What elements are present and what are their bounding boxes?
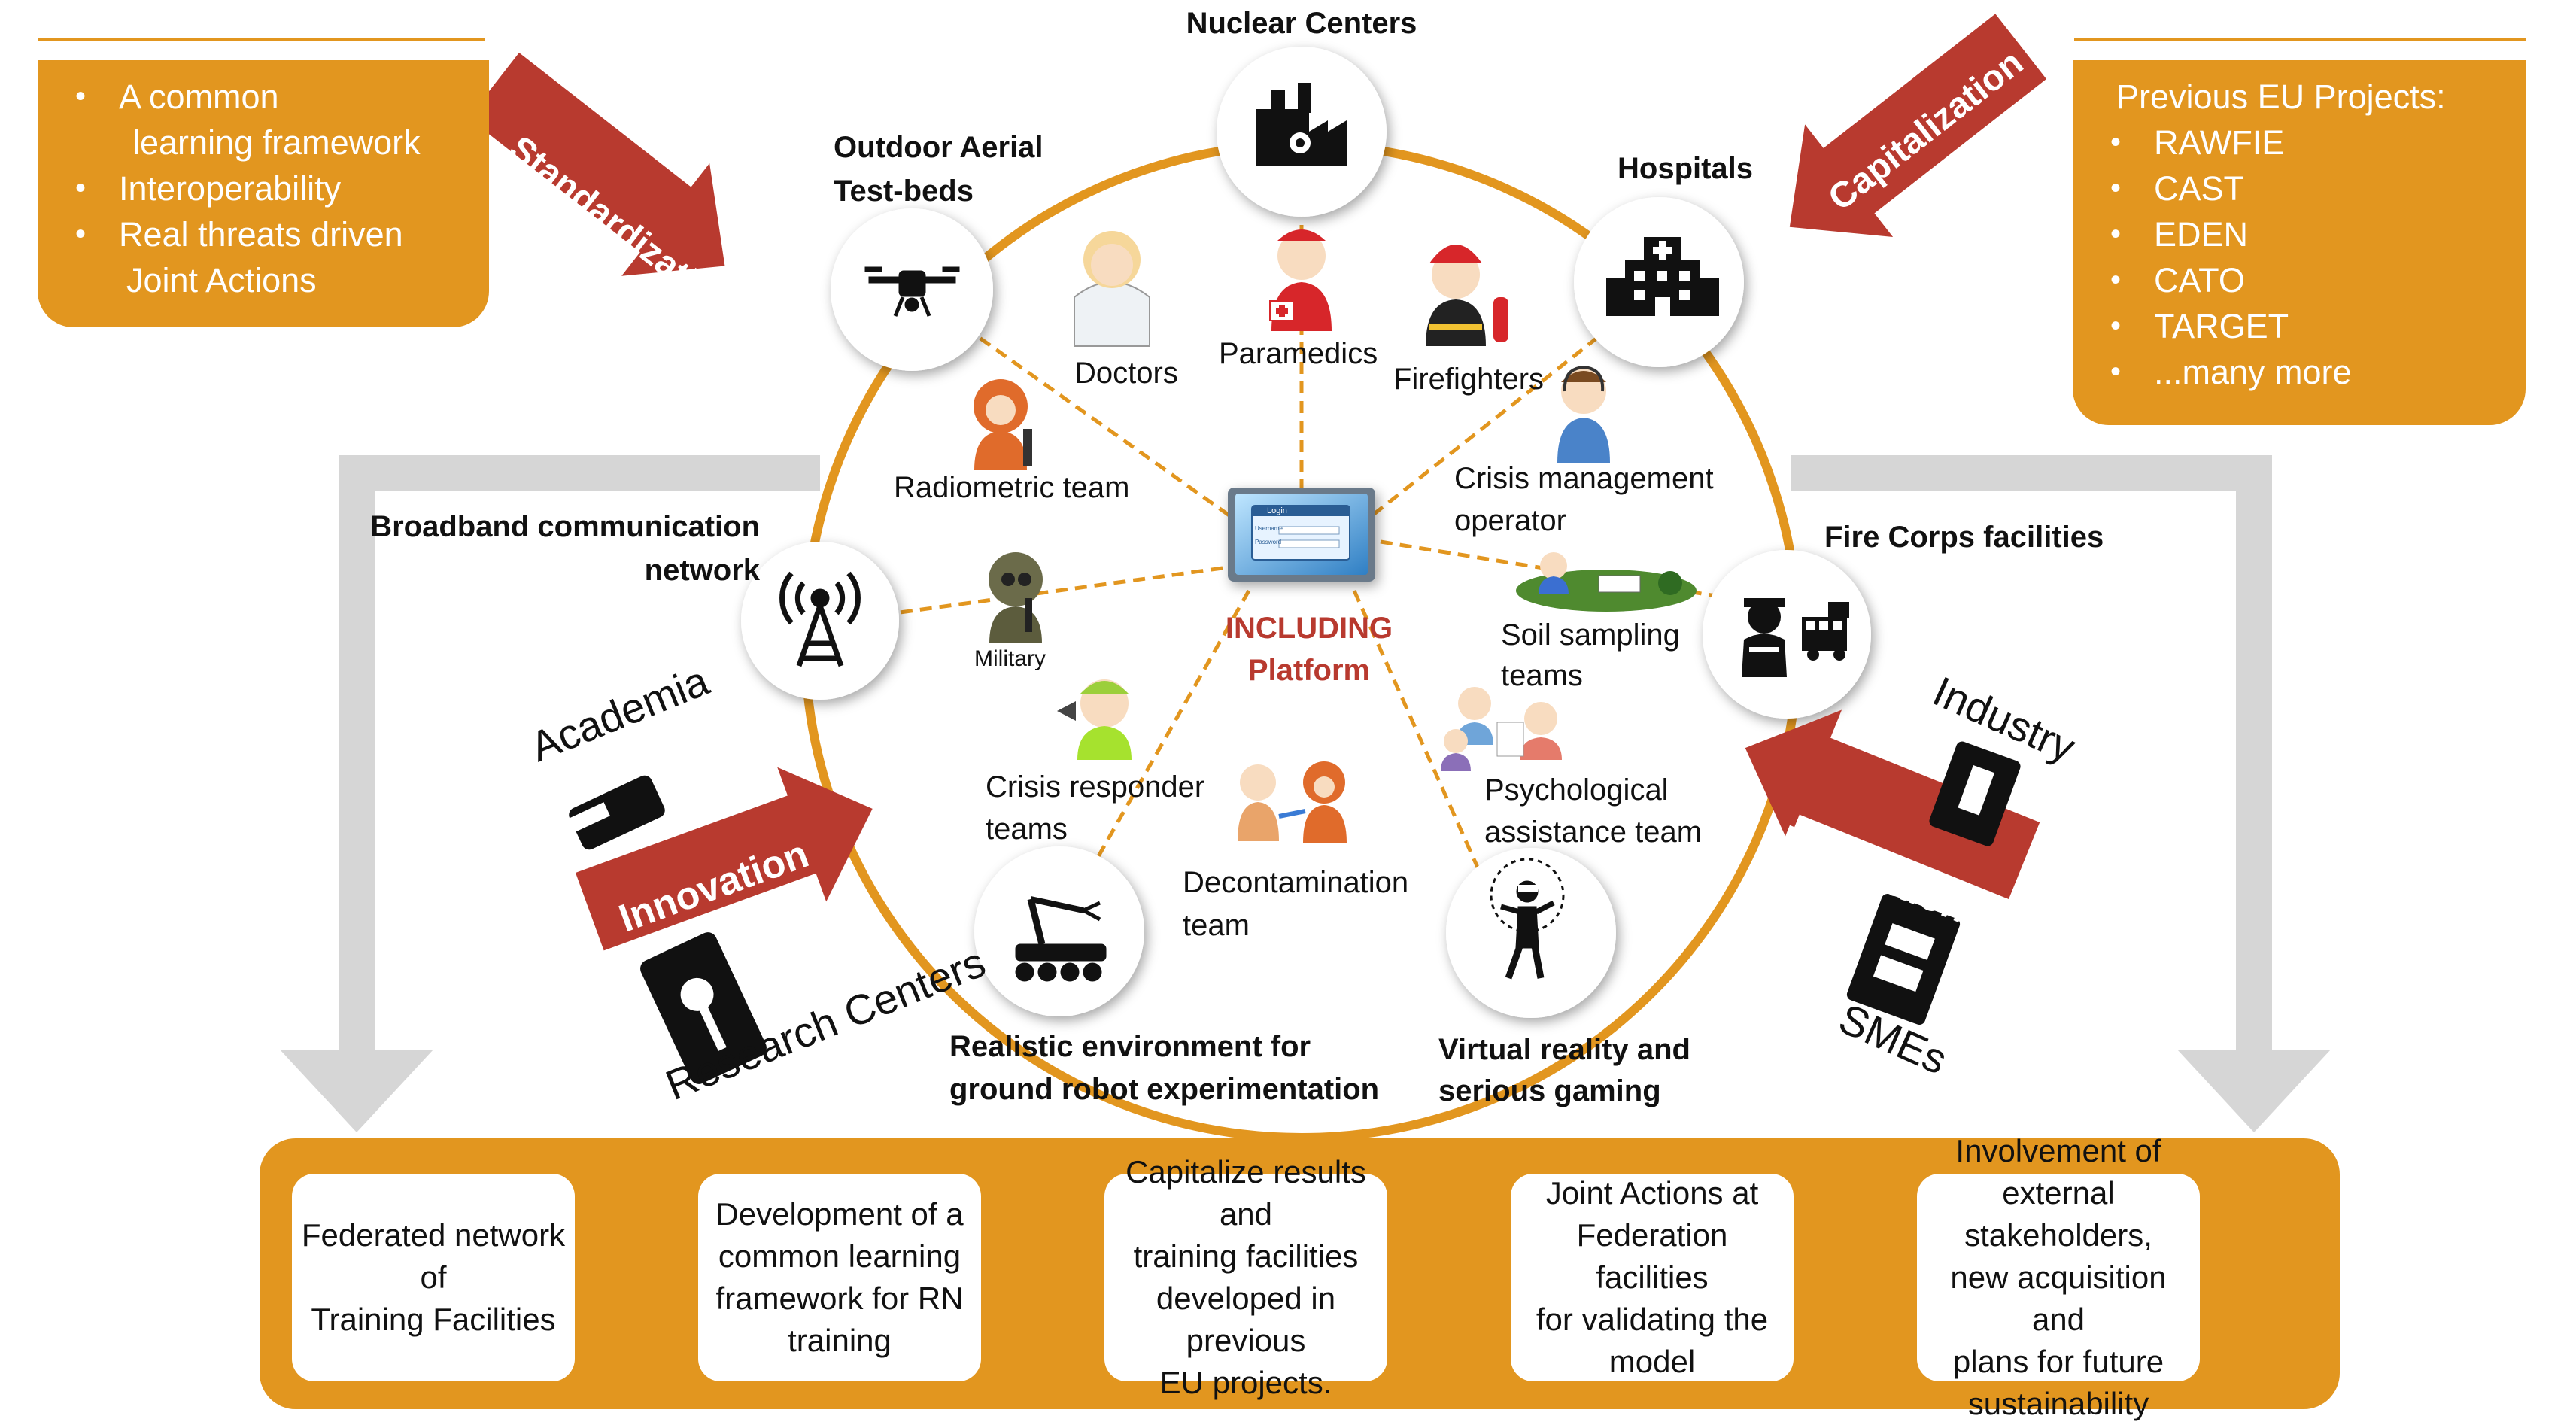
label-decontamination-1: Decontamination xyxy=(1183,866,1409,899)
node-nuclear-centers xyxy=(1217,47,1387,217)
login-username-label: Username xyxy=(1255,525,1283,532)
left-box-item: Real threats driven xyxy=(38,211,489,257)
label-ground-robot-2: ground robot experimentation xyxy=(949,1073,1380,1106)
project-item: CATO xyxy=(2073,257,2526,303)
capitalization-arrow xyxy=(1789,14,2046,238)
label-psychological-1: Psychological xyxy=(1484,773,1669,807)
grey-flow-arrow-left xyxy=(280,455,820,1132)
label-soil-sampling-2: teams xyxy=(1501,659,1583,692)
node-fire-corps xyxy=(1703,550,1871,719)
label-paramedics: Paramedics xyxy=(1219,337,1378,370)
label-psychological-2: assistance team xyxy=(1484,816,1703,849)
doctor-figure xyxy=(1074,231,1150,347)
right-box-topline xyxy=(2074,38,2526,41)
crisis-manager-figure xyxy=(1557,365,1610,463)
academia-cap-icon xyxy=(563,775,665,850)
label-outdoor-aerial-1: Outdoor Aerial xyxy=(834,131,1043,164)
drone-icon xyxy=(864,266,960,317)
psychological-team-figure xyxy=(1441,687,1562,771)
login-title: Login xyxy=(1267,506,1287,515)
innovation-arrow-right xyxy=(1745,709,2040,899)
previous-projects-heading: Previous EU Projects: xyxy=(2116,77,2446,116)
left-objectives-box: A common learning framework Interoperabi… xyxy=(38,60,489,327)
military-figure xyxy=(989,552,1043,643)
paramedic-figure xyxy=(1269,229,1332,331)
project-item: EDEN xyxy=(2073,211,2526,257)
project-item: CAST xyxy=(2073,166,2526,211)
label-broadband-2: network xyxy=(644,554,760,587)
project-item: ...many more xyxy=(2073,349,2526,395)
label-crisis-responder-1: Crisis responder xyxy=(986,770,1205,804)
label-crisis-management-1: Crisis management xyxy=(1454,462,1714,495)
node-ground-robot xyxy=(974,846,1144,1016)
center-platform: Platform xyxy=(1247,654,1371,687)
label-crisis-responder-2: teams xyxy=(986,813,1068,846)
center-including: INCLUDING xyxy=(1225,612,1393,645)
label-broadband-1: Broadband communication xyxy=(370,510,760,543)
left-box-item: Joint Actions xyxy=(126,261,317,299)
innovation-arrow-left xyxy=(576,767,873,951)
left-box-item: Interoperability xyxy=(38,166,489,211)
project-item: RAWFIE xyxy=(2073,120,2526,166)
label-soil-sampling-1: Soil sampling xyxy=(1501,618,1680,652)
outcome-card: Involvement of external stakeholders, ne… xyxy=(1917,1133,2200,1421)
label-nuclear-centers: Nuclear Centers xyxy=(1186,7,1417,40)
outcome-card: Capitalize results and training faciliti… xyxy=(1104,1154,1387,1400)
antenna-tower-icon xyxy=(779,571,861,667)
hospital-icon xyxy=(1606,237,1719,316)
platform-screen xyxy=(1228,488,1375,582)
fire-truck-icon xyxy=(1742,598,1849,677)
login-password-label: Password xyxy=(1255,539,1282,545)
left-box-item: A common xyxy=(38,74,489,120)
label-military: Military xyxy=(974,646,1046,671)
outcome-card: Development of a common learning framewo… xyxy=(698,1174,981,1381)
label-ground-robot-1: Realistic environment for xyxy=(949,1030,1311,1063)
label-decontamination-2: team xyxy=(1183,909,1250,942)
crisis-responder-figure xyxy=(1057,679,1132,760)
label-vr-1: Virtual reality and xyxy=(1438,1033,1690,1066)
node-virtual-reality xyxy=(1446,848,1616,1018)
soil-sampling-figure xyxy=(1516,552,1697,612)
outcome-card: Federated network of Training Facilities xyxy=(292,1174,575,1381)
left-box-item: learning framework xyxy=(132,123,421,162)
left-box-topline xyxy=(38,38,485,41)
node-outdoor-aerial xyxy=(831,208,993,371)
label-hospitals: Hospitals xyxy=(1618,152,1754,185)
project-item: TARGET xyxy=(2073,303,2526,349)
previous-projects-box: Previous EU Projects: RAWFIE CAST EDEN C… xyxy=(2073,60,2526,425)
vr-user-icon xyxy=(1490,858,1565,980)
node-hospitals xyxy=(1574,197,1744,367)
label-crisis-management-2: operator xyxy=(1454,504,1566,537)
label-firefighters: Firefighters xyxy=(1393,363,1545,396)
nuclear-plant-icon xyxy=(1256,83,1347,166)
radiometric-figure xyxy=(974,379,1032,470)
decontamination-figure xyxy=(1238,761,1347,843)
label-doctors: Doctors xyxy=(1074,357,1178,390)
outcome-card: Joint Actions at Federation facilities f… xyxy=(1511,1174,1794,1381)
label-fire-corps: Fire Corps facilities xyxy=(1824,521,2104,554)
smes-building-icon xyxy=(1846,893,1961,1025)
grey-flow-arrow-right xyxy=(1791,455,2331,1132)
standardization-arrow xyxy=(468,53,725,276)
robot-icon xyxy=(1015,896,1107,982)
label-vr-2: serious gaming xyxy=(1438,1074,1661,1107)
label-outdoor-aerial-2: Test-beds xyxy=(834,175,974,208)
firefighter-figure xyxy=(1426,245,1508,346)
research-microscope-icon xyxy=(640,932,767,1084)
node-broadband xyxy=(741,542,899,700)
label-radiometric: Radiometric team xyxy=(894,471,1130,504)
industry-robot-arm-icon xyxy=(1929,741,2021,846)
